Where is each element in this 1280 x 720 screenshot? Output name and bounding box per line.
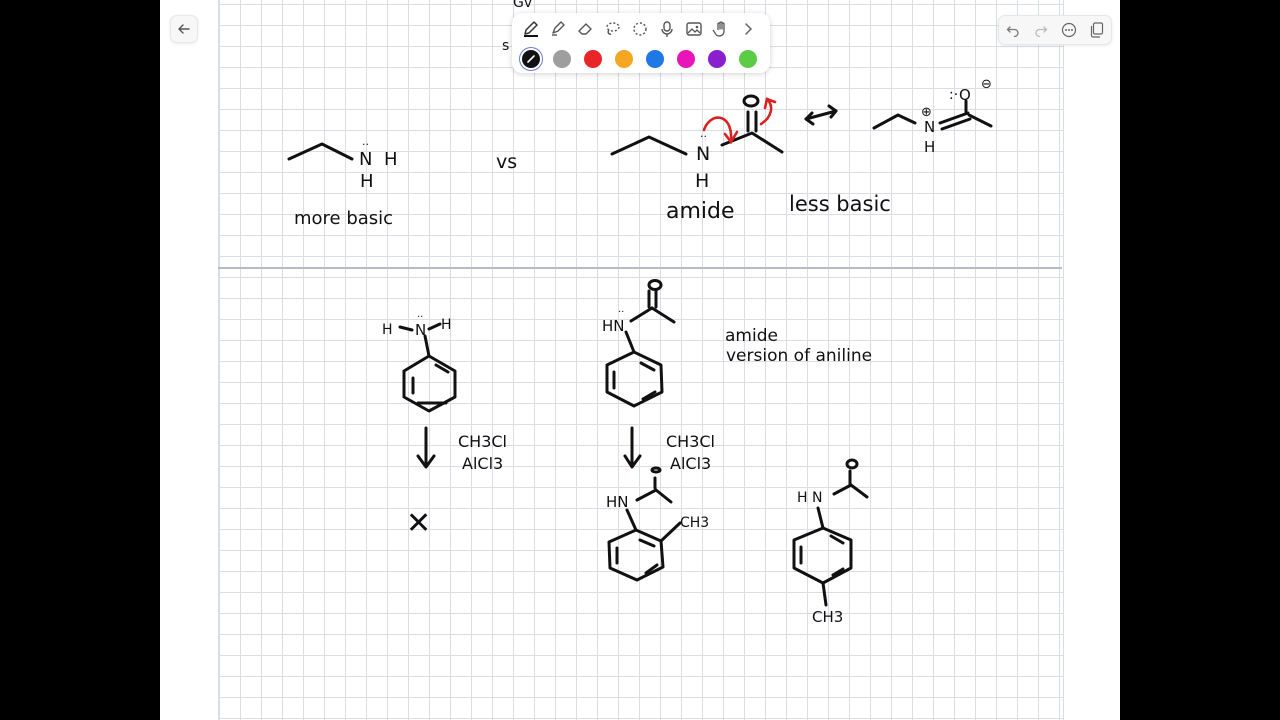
graph-paper-grid <box>218 0 1064 720</box>
resonance-o-charge: ⊖ <box>981 77 992 92</box>
amide-lone-pair: ·· <box>700 130 707 143</box>
reagent-right-alcl3: AlCl3 <box>670 454 711 473</box>
aniline-h-right: H <box>441 317 452 333</box>
reagent-right-ch3cl: CH3Cl <box>666 432 715 451</box>
note-page[interactable] <box>160 0 1120 720</box>
amide-label: amide <box>666 199 735 224</box>
microphone-icon <box>660 21 673 37</box>
shape-tool-button[interactable] <box>628 18 651 40</box>
color-swatch[interactable] <box>708 50 726 68</box>
less-basic-label: less basic <box>789 192 891 216</box>
eraser-tool-button[interactable] <box>574 18 597 40</box>
amine-n: N <box>359 149 372 170</box>
aniline-lone-pair: ·· <box>417 312 423 323</box>
amide-skeleton <box>610 135 688 156</box>
acetanilide-ring <box>605 350 664 408</box>
ortho-product-ring <box>607 528 665 582</box>
lasso-tool-button[interactable] <box>601 18 624 40</box>
color-swatch[interactable] <box>739 50 757 68</box>
chevron-right-icon <box>744 23 752 35</box>
amine-lone-pair: ·· <box>362 138 369 151</box>
note-version-of-aniline: version of aniline <box>726 346 872 366</box>
page-divider <box>218 267 1062 269</box>
copy-pages-icon <box>1090 22 1104 38</box>
reagent-left-alcl3: AlCl3 <box>462 454 503 473</box>
color-swatch[interactable] <box>553 50 571 68</box>
hand-icon <box>711 21 725 37</box>
shape-icon <box>632 22 647 36</box>
amine-h-bottom: H <box>360 171 374 192</box>
more-options-button[interactable] <box>1058 19 1080 41</box>
color-swatch[interactable] <box>615 50 633 68</box>
redo-icon <box>1035 26 1048 37</box>
ortho-hn: HN <box>606 493 629 511</box>
note-amide: amide <box>725 326 778 346</box>
arrow-left-icon <box>178 24 190 34</box>
vs-label: vs <box>496 151 517 173</box>
ortho-ch3: CH3 <box>680 515 709 531</box>
resonance-n-charge: ⊕ <box>921 105 932 120</box>
undo-icon <box>1006 26 1019 37</box>
image-tool-button[interactable] <box>682 18 705 40</box>
acetanilide-hn: HN <box>602 317 625 335</box>
partial-text-top: Gv <box>513 0 532 11</box>
no-reaction-mark: ✕ <box>406 506 431 541</box>
resonance-skeleton <box>872 113 917 130</box>
color-swatch[interactable] <box>584 50 602 68</box>
highlighter-tool-button[interactable] <box>547 18 570 40</box>
aniline-ring <box>402 354 457 413</box>
undo-button[interactable] <box>1002 19 1024 41</box>
resonance-n: N <box>924 118 935 136</box>
aniline-h-left: H <box>382 322 393 338</box>
amine-h-right: H <box>384 149 398 170</box>
top-right-toolbar <box>998 15 1112 45</box>
more-basic-label: more basic <box>294 208 393 229</box>
chevron-right-tool-button[interactable] <box>736 18 759 40</box>
pen-icon <box>523 21 538 37</box>
mechanism-arrow-1 <box>702 116 733 143</box>
color-palette <box>522 50 757 68</box>
para-product-ring <box>792 526 853 585</box>
lasso-icon <box>605 22 620 35</box>
microphone-tool-button[interactable] <box>655 18 678 40</box>
reagent-left-ch3cl: CH3Cl <box>458 432 507 451</box>
amide-n: N <box>696 143 710 165</box>
pen-selected-icon <box>527 55 535 63</box>
resonance-o: O <box>959 86 971 104</box>
image-icon <box>685 22 702 36</box>
para-hn: H N <box>797 490 822 506</box>
eraser-icon <box>577 23 592 35</box>
acetanilide-lone-pair: ·· <box>618 307 624 318</box>
partial-text-side: s <box>502 38 509 54</box>
color-swatch[interactable] <box>522 50 540 68</box>
pen-toolbar <box>512 13 770 73</box>
tool-row <box>520 18 759 40</box>
resonance-o-lone-pairs: :· <box>949 87 958 103</box>
amide-h: H <box>695 170 709 192</box>
back-button[interactable] <box>170 15 198 43</box>
highlighter-icon <box>551 21 565 36</box>
color-swatch[interactable] <box>677 50 695 68</box>
pen-tool-button[interactable] <box>520 18 543 40</box>
para-ch3: CH3 <box>812 608 843 626</box>
redo-button[interactable] <box>1030 19 1052 41</box>
aniline-n: N <box>415 321 426 339</box>
ethylamine-skeleton <box>287 142 354 161</box>
pages-button[interactable] <box>1086 19 1108 41</box>
resonance-h: H <box>924 138 935 156</box>
hand-tool-button[interactable] <box>709 18 732 40</box>
ellipsis-circle-icon <box>1061 22 1077 38</box>
color-swatch[interactable] <box>646 50 664 68</box>
amide-oxygen-ring <box>742 94 760 108</box>
